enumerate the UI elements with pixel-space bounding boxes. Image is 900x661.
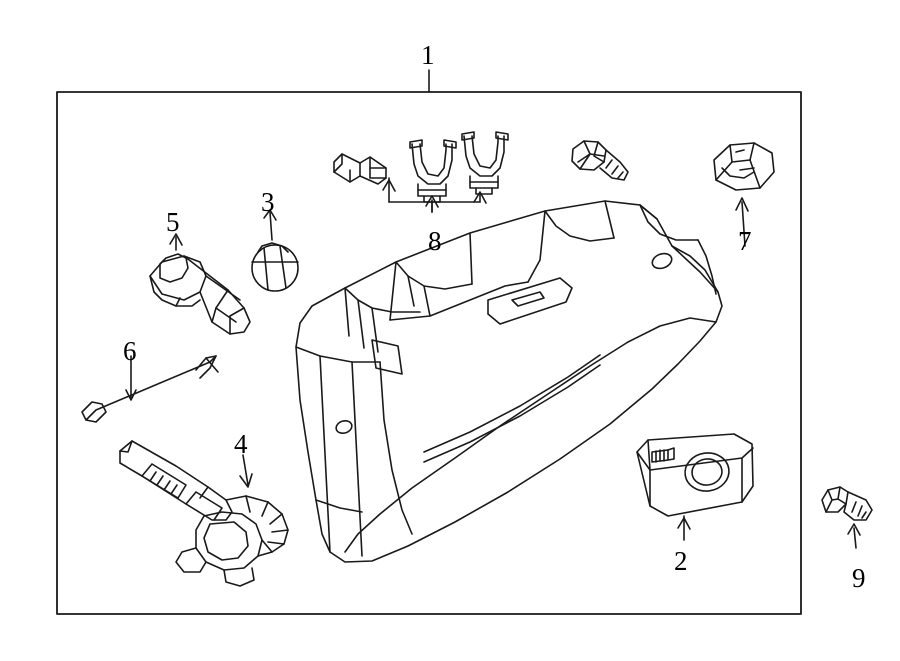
lock-rod bbox=[81, 355, 219, 423]
callout-6: 6 bbox=[123, 338, 137, 365]
screw bbox=[571, 140, 629, 181]
round-knob bbox=[251, 211, 299, 292]
callout-6-number: 6 bbox=[123, 336, 137, 366]
callout-1-number: 1 bbox=[421, 40, 435, 70]
callout-7-number: 7 bbox=[738, 226, 752, 256]
leader-lines bbox=[169, 209, 277, 246]
glove-box-handle bbox=[636, 433, 754, 541]
lock-barrel-key bbox=[821, 486, 873, 549]
glove-box-assembly-frame bbox=[56, 69, 802, 615]
clip-set bbox=[333, 131, 509, 213]
callout-3-number: 3 bbox=[261, 187, 275, 217]
callout-2: 2 bbox=[674, 548, 688, 575]
callout-1: 1 bbox=[421, 42, 435, 69]
latch-striker-assembly bbox=[119, 440, 289, 587]
retaining-nut bbox=[713, 142, 775, 247]
callout-9: 9 bbox=[852, 565, 866, 592]
callout-5-number: 5 bbox=[166, 207, 180, 237]
callout-7: 7 bbox=[738, 228, 752, 255]
glove-box-door bbox=[295, 200, 723, 563]
callout-9-number: 9 bbox=[852, 563, 866, 593]
callout-2-number: 2 bbox=[674, 546, 688, 576]
callout-4-number: 4 bbox=[234, 429, 248, 459]
callout-8: 8 bbox=[428, 228, 442, 255]
callout-8-number: 8 bbox=[428, 226, 442, 256]
lock-cylinder bbox=[149, 236, 251, 335]
callout-4: 4 bbox=[234, 431, 248, 458]
callout-3: 3 bbox=[261, 189, 275, 216]
callout-5: 5 bbox=[166, 209, 180, 236]
